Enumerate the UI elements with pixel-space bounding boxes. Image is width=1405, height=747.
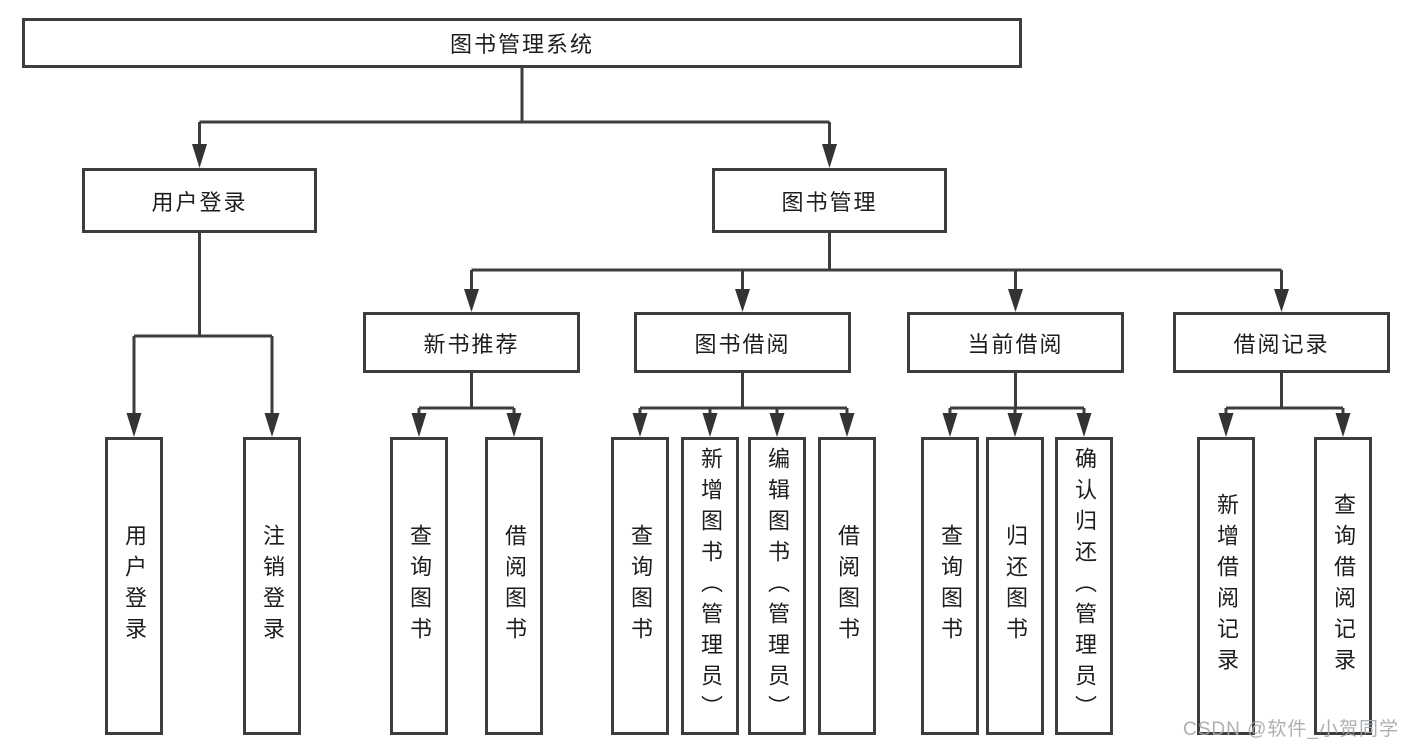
arrow-down-icon [1008,289,1023,312]
node-label: 查询图书 [938,524,963,648]
node-label: 当前借阅 [967,331,1064,357]
connector-current-borrow-children [942,373,1092,437]
arrow-down-icon [506,413,522,437]
node-label: 借阅图书 [835,524,860,648]
arrow-down-icon [192,144,207,168]
arrow-down-icon [1218,413,1234,437]
leaf-query-books-2: 查询图书 [611,437,669,735]
node-book-borrow: 图书借阅 [634,312,851,373]
arrow-down-icon [735,289,750,312]
arrow-down-icon [1274,289,1289,312]
arrow-down-icon [264,413,280,437]
arrow-down-icon [839,413,855,437]
connector-root-to-level2 [192,68,837,168]
leaf-user-login: 用户登录 [105,437,163,735]
node-label: 借阅记录 [1233,331,1330,357]
arrow-down-icon [632,413,648,437]
node-label: 编辑图书（管理员） [765,446,790,726]
watermark: CSDN @软件_小贺同学 [1183,719,1399,740]
leaf-return-books: 归还图书 [986,437,1044,735]
leaf-query-borrow-record: 查询借阅记录 [1314,437,1372,735]
leaf-logout: 注销登录 [243,437,301,735]
arrow-down-icon [822,144,837,168]
arrow-down-icon [464,289,479,312]
node-label: 借阅图书 [502,524,527,648]
node-current-borrow: 当前借阅 [907,312,1124,373]
node-label: 注销登录 [260,524,285,648]
arrow-down-icon [1007,413,1023,437]
arrow-down-icon [942,413,958,437]
node-label: 新增借阅记录 [1214,493,1239,679]
node-user-login: 用户登录 [82,168,317,233]
node-book-management: 图书管理 [712,168,947,233]
leaf-borrow-books-2: 借阅图书 [818,437,876,735]
arrow-down-icon [769,413,785,437]
node-label: 归还图书 [1003,524,1028,648]
connector-new-book-recommend-children [411,373,522,437]
node-new-book-recommend: 新书推荐 [363,312,580,373]
node-label: 图书管理系统 [449,32,594,57]
node-label: 确认归还（管理员） [1072,446,1097,726]
arrow-down-icon [702,413,718,437]
arrow-down-icon [1335,413,1351,437]
node-label: 查询图书 [628,524,653,648]
node-borrow-records: 借阅记录 [1173,312,1390,373]
node-label: 图书管理 [781,189,878,215]
node-label: 查询图书 [407,524,432,648]
arrow-down-icon [126,413,142,437]
connector-book-borrow-children [632,373,855,437]
leaf-edit-books-admin: 编辑图书（管理员） [748,437,806,735]
node-label: 新增图书（管理员） [698,446,723,726]
node-label: 图书借阅 [694,331,791,357]
arrow-down-icon [1076,413,1092,437]
node-root-library-system: 图书管理系统 [22,18,1022,68]
connector-borrow-records-children [1218,373,1351,437]
node-label: 新书推荐 [423,331,520,357]
connector-book-management-children [464,233,1289,312]
leaf-query-books-1: 查询图书 [390,437,448,735]
leaf-query-books-3: 查询图书 [921,437,979,735]
node-label: 用户登录 [122,524,147,648]
leaf-confirm-return-admin: 确认归还（管理员） [1055,437,1113,735]
connector-user-login-children [126,233,280,437]
arrow-down-icon [411,413,427,437]
node-label: 用户登录 [151,189,248,215]
leaf-add-borrow-record: 新增借阅记录 [1197,437,1255,735]
node-label: 查询借阅记录 [1331,493,1356,679]
leaf-add-books-admin: 新增图书（管理员） [681,437,739,735]
leaf-borrow-books-1: 借阅图书 [485,437,543,735]
